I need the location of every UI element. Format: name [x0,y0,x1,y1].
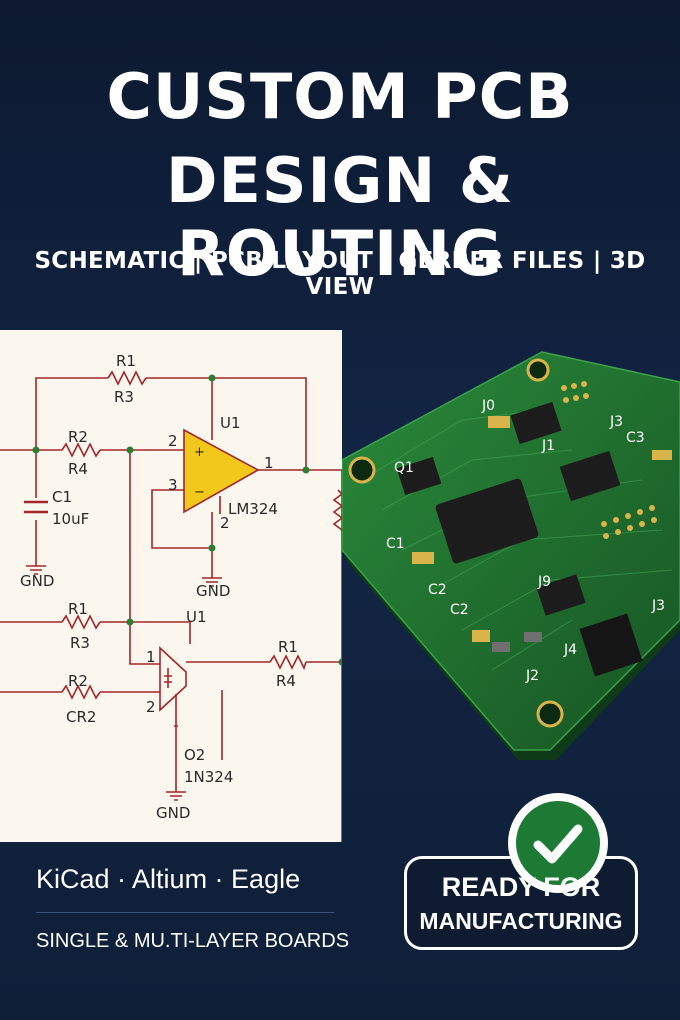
pcb-label-j9: J9 [537,574,551,590]
label-gnd-1: GND [20,572,54,590]
label-r2-bottom: R2 [68,672,88,690]
label-o2: O2 [184,746,205,764]
label-r3-top: R3 [114,388,134,406]
label-r4-right: R4 [276,672,296,690]
pcb-label-c1: C1 [386,536,405,552]
pcb-label-j1: J1 [541,438,555,454]
label-pin2: 2 [168,432,178,450]
badge-line-2: MANUFACTURING [419,908,623,934]
label-r4-top: R4 [68,460,88,478]
pcb-board-image: J0 Q1 J1 C1 C2 C2 J3 J2 J3 J4 J9 C3 [342,351,680,760]
boards-text: SINGLE & MU.TI-LAYER BOARDS [36,930,350,952]
badge-line-1: READY FOR [441,872,601,902]
pcb-label-c2a: C2 [428,582,447,598]
pcb-label-q1: Q1 [394,460,414,476]
label-pin2b: 2 [220,514,230,532]
badge-circle [508,793,608,893]
pcb-label-c2b: C2 [450,602,469,618]
divider [36,912,334,913]
label-gnd-2: GND [196,582,230,600]
label-r1-top: R1 [116,352,136,370]
label-pin2-bottom: 2 [146,698,156,716]
pcb-label-j4: J4 [563,642,577,658]
label-gnd-bottom: GND [156,804,190,822]
title-line-2: DESIGN & ROUTING [166,144,514,290]
pcb-label-j3b: J3 [651,598,665,614]
pcb-label-j2: J2 [525,668,539,684]
pcb-label-j0: J0 [481,398,495,414]
opamp-plus: + [194,445,205,460]
label-u1-bottom: U1 [186,608,207,626]
pcb-3d-view: J0 Q1 J1 C1 C2 C2 J3 J2 J3 J4 J9 C3 [342,330,680,842]
opamp-symbol [183,428,260,514]
label-1n324: 1N324 [184,768,233,786]
pcb-label-c3: C3 [626,430,645,446]
schematic-panel: R1 R3 R2 R4 U1 2 3 1 2 LM324 C1 10uF GND… [0,330,342,842]
subtitle: SCHEMATIC | PCB LAYOUT | GERBER FILES | … [34,248,646,300]
label-r1-right: R1 [278,638,298,656]
check-icon [533,824,583,864]
opamp-minus: − [194,485,205,500]
label-lm324: LM324 [228,500,278,518]
label-r3-bottom: R3 [70,634,90,652]
label-r1-bottom: R1 [68,600,88,618]
label-c1-value: 10uF [52,510,89,528]
label-cr2: CR2 [66,708,96,726]
title-line-1: CUSTOM PCB [106,60,574,133]
schematic-drawing: R1 R3 R2 R4 U1 2 3 1 2 LM324 C1 10uF GND… [0,352,342,842]
label-pin1: 1 [264,454,274,472]
tools-list: KiCad · Altium · Eagle [36,864,301,894]
label-u1-top: U1 [220,414,241,432]
label-c1: C1 [52,488,72,506]
label-r2-top: R2 [68,428,88,446]
label-pin1-bottom: 1 [146,648,156,666]
pcb-label-j3a: J3 [609,414,623,430]
label-pin3: 3 [168,476,178,494]
